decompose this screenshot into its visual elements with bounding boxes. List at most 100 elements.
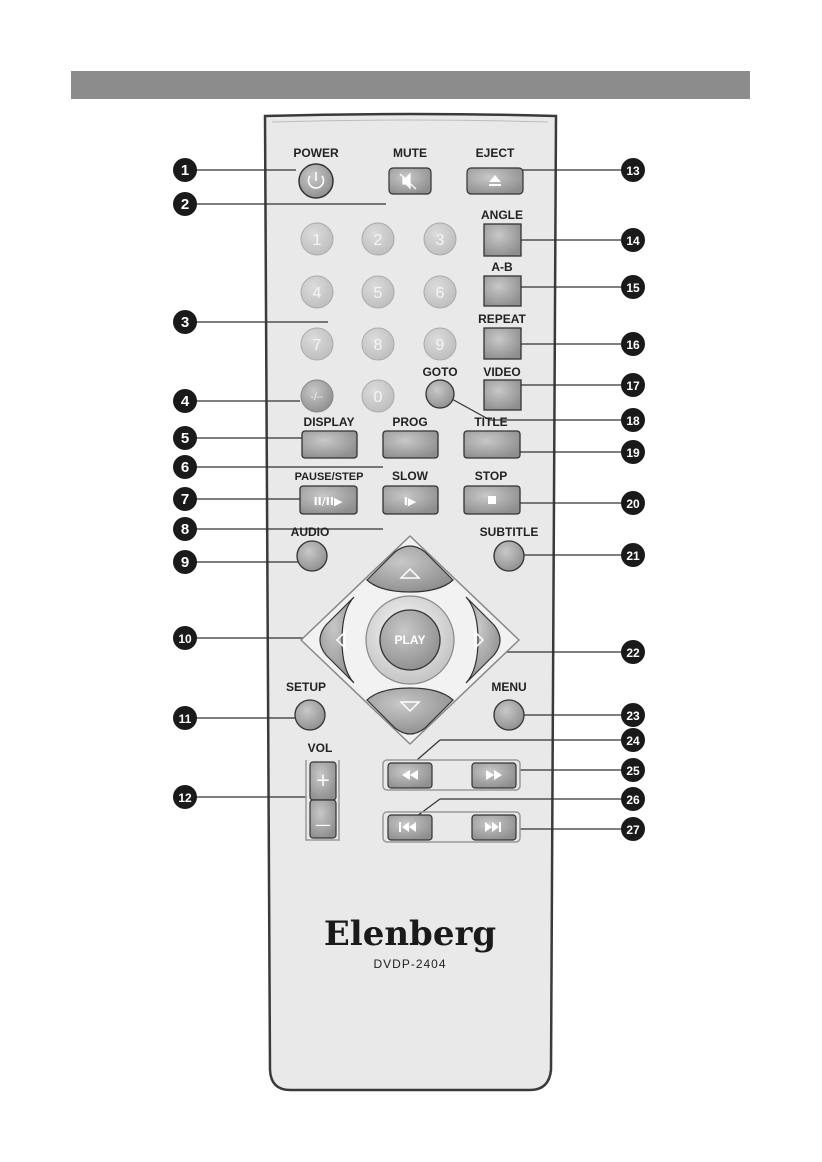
audio-button[interactable] — [296, 540, 328, 572]
svg-text:4: 4 — [181, 393, 190, 410]
brand-logo: Elenberg — [324, 914, 496, 954]
prog-label: PROG — [392, 415, 427, 429]
svg-text:20: 20 — [626, 497, 640, 511]
pause-step-icon: II/II▶ — [314, 495, 343, 508]
callout-17: 17 — [621, 373, 645, 397]
angle-button[interactable] — [483, 223, 522, 257]
svg-text:11: 11 — [179, 712, 192, 726]
svg-text:15: 15 — [626, 281, 640, 295]
mute-button[interactable] — [388, 167, 432, 195]
vol-bracket — [305, 760, 340, 841]
callout-14: 14 — [621, 228, 645, 252]
next-button[interactable] — [471, 814, 517, 841]
svg-text:7: 7 — [181, 491, 189, 508]
arrow-right-icon — [474, 630, 485, 650]
power-button[interactable] — [298, 163, 334, 199]
callout-27: 27 — [621, 817, 645, 841]
digit-2[interactable]: 2 — [361, 222, 395, 256]
eject-button[interactable] — [466, 167, 524, 195]
callout-5: 5 — [173, 426, 197, 450]
svg-text:10: 10 — [178, 632, 192, 646]
svg-text:PLAY: PLAY — [395, 633, 426, 647]
svg-text:9: 9 — [181, 554, 189, 571]
digit-dash[interactable]: -/-- — [300, 379, 334, 413]
svg-text:17: 17 — [626, 379, 640, 393]
nav-up-button[interactable] — [366, 545, 454, 593]
setup-label: SETUP — [286, 680, 326, 694]
digit-4[interactable]: 4 — [300, 275, 334, 309]
digit-5[interactable]: 5 — [361, 275, 395, 309]
vol-down-button[interactable]: — — [309, 799, 337, 839]
callout-9: 9 — [173, 550, 197, 574]
seek-bracket — [382, 759, 521, 791]
arrow-down-icon — [399, 701, 421, 713]
subtitle-button[interactable] — [493, 540, 525, 572]
power-icon — [307, 172, 325, 189]
stop-button[interactable] — [463, 485, 521, 515]
vol-label: VOL — [308, 741, 333, 755]
title-button[interactable] — [463, 430, 521, 459]
digit-3[interactable]: 3 — [423, 222, 457, 256]
digit-6[interactable]: 6 — [423, 275, 457, 309]
callout-15: 15 — [621, 275, 645, 299]
subtitle-label: SUBTITLE — [480, 525, 539, 539]
skip-bracket — [382, 811, 521, 843]
svg-text:1: 1 — [181, 162, 189, 179]
callout-22: 22 — [621, 640, 645, 664]
title-label: TITLE — [474, 415, 507, 429]
callout-13: 13 — [621, 158, 645, 182]
callout-2: 2 — [173, 192, 197, 216]
callout-19: 19 — [621, 440, 645, 464]
power-label: POWER — [293, 146, 339, 160]
callout-16: 16 — [621, 332, 645, 356]
svg-text:22: 22 — [626, 646, 640, 660]
digit-7[interactable]: 7 — [300, 327, 334, 361]
svg-text:27: 27 — [626, 823, 640, 837]
menu-label: MENU — [491, 680, 526, 694]
callout-18: 18 — [621, 408, 645, 432]
play-button[interactable]: PLAY — [379, 609, 441, 671]
svg-text:—: — — [315, 815, 331, 834]
arrow-up-icon — [399, 567, 421, 579]
svg-text:21: 21 — [626, 549, 640, 563]
pause-step-button[interactable]: II/II▶ — [299, 485, 358, 515]
svg-text:24: 24 — [626, 734, 640, 748]
prog-button[interactable] — [382, 430, 439, 459]
nav-left-button[interactable] — [319, 596, 355, 684]
stop-icon — [488, 496, 496, 504]
slow-icon: I▶ — [404, 495, 417, 508]
previous-button[interactable] — [387, 814, 433, 841]
digit-9[interactable]: 9 — [423, 327, 457, 361]
nav-right-button[interactable] — [465, 596, 501, 684]
repeat-button[interactable] — [483, 327, 522, 360]
svg-text:+: + — [315, 770, 330, 791]
mute-icon — [399, 172, 417, 190]
callouts: 1 2 3 4 5 6 7 8 9 10 11 12 13 14 15 16 1… — [173, 158, 645, 841]
repeat-label: REPEAT — [478, 312, 526, 326]
previous-icon — [399, 822, 416, 832]
svg-text:16: 16 — [626, 338, 640, 352]
setup-button[interactable] — [294, 699, 326, 731]
slow-button[interactable]: I▶ — [382, 485, 439, 515]
rewind-button[interactable] — [387, 762, 433, 789]
audio-label: AUDIO — [291, 525, 330, 539]
svg-text:26: 26 — [626, 793, 640, 807]
svg-text:8: 8 — [374, 337, 383, 354]
goto-button[interactable] — [425, 379, 455, 409]
video-button[interactable] — [483, 379, 522, 411]
menu-button[interactable] — [493, 699, 525, 731]
callout-21: 21 — [621, 543, 645, 567]
pause-step-label: PAUSE/STEP — [295, 471, 364, 483]
ab-button[interactable] — [483, 275, 522, 307]
fast-forward-button[interactable] — [471, 762, 517, 789]
digit-1[interactable]: 1 — [300, 222, 334, 256]
digit-0[interactable]: 0 — [361, 379, 395, 413]
callout-26: 26 — [621, 787, 645, 811]
callout-24: 24 — [621, 728, 645, 752]
display-button[interactable] — [301, 430, 358, 459]
nav-cluster: PLAY — [300, 535, 520, 745]
vol-up-button[interactable]: + — [309, 761, 337, 801]
nav-down-button[interactable] — [366, 687, 454, 735]
digit-8[interactable]: 8 — [361, 327, 395, 361]
svg-text:7: 7 — [313, 337, 322, 354]
